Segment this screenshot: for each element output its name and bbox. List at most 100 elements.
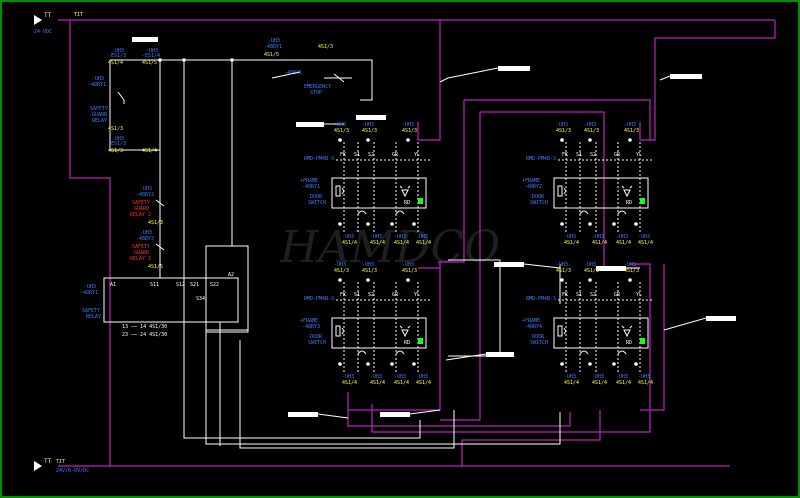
rail-top-voltage: 24 VDC [34, 29, 52, 35]
chain-device-desc3: RELAY [92, 118, 107, 124]
terminal-num: 4S1/3 [334, 128, 349, 134]
terminal-dot [588, 278, 592, 282]
terminal-ref: -UH3 [334, 262, 346, 268]
terminal-num: 4S1/4 [342, 380, 357, 386]
relay-2-ref: -UH3 [140, 230, 152, 236]
module-body [553, 317, 649, 349]
terminal-dot [338, 222, 342, 226]
terminal-ref: -UH3 [362, 122, 374, 128]
lamp-label: RD [404, 200, 410, 206]
module-pin-label: S2 [590, 292, 596, 298]
relay-1-desc3: RELAY 2 [130, 212, 151, 218]
safety-relay-desc1: SAFETY [82, 308, 100, 314]
emergency-stop: -UH3 -48RY1 4S1/3 4S1/5 -48RY1 EMERGENCY… [264, 38, 386, 120]
lamp-label: RD [626, 200, 632, 206]
rail-arrow-icon [34, 461, 42, 471]
estop-wire: 4S1/3 [318, 44, 333, 50]
module-tag: -48RY1 [302, 184, 320, 190]
terminal-dot [588, 362, 592, 366]
ground-terminal [418, 198, 423, 204]
module-desc-1: DOOR [310, 334, 323, 340]
module-pin-label: S1 [354, 292, 360, 298]
module-desc-1: DOOR [532, 334, 545, 340]
terminal-num: 4S1/3 [584, 128, 599, 134]
terminal-dot [588, 138, 592, 142]
terminal-dot [366, 362, 370, 366]
terminal-dot [406, 278, 410, 282]
callout-leaders [317, 67, 707, 419]
terminal-num: 4S1/4 [394, 380, 409, 386]
module-desc-1: DOOR [310, 194, 323, 200]
jumper-loop [357, 350, 367, 355]
terminal-num: 4S1/4 [564, 240, 579, 246]
module-pin-label: YL [414, 292, 420, 298]
module-desc-2: SWITCH [530, 340, 548, 346]
terminal-dot [560, 362, 564, 366]
terminal-dot [338, 278, 342, 282]
terminal-ref: -UH3 [616, 234, 628, 240]
module-desc-2: SWITCH [308, 200, 326, 206]
terminal-num: 4S1/4 [592, 240, 607, 246]
chain-device-desc2: GUARD [92, 112, 107, 118]
terminal-ref: -UH3 [624, 122, 636, 128]
terminal-num: 4S1/4 [416, 240, 431, 246]
jumper-loop [395, 210, 405, 215]
terminal-ref: -UH3 [370, 234, 382, 240]
terminal-num: 4S1/3 [402, 128, 417, 134]
terminal-num: 4S1/4 [616, 380, 631, 386]
rail-arrow-icon [34, 15, 42, 25]
terminal-ref: -UH3 [370, 374, 382, 380]
terminal-num: 4S1/3 [556, 128, 571, 134]
relay-1-tag: -48RY2 [136, 192, 154, 198]
safety-relay-module: -UH3 -48RY1 SAFETY RELAY 13 ── 14 4S1/30… [80, 245, 249, 338]
terminal-ref: -UH3 [402, 122, 414, 128]
contact-1-tag: -ES1/3 [108, 53, 126, 59]
callout-box [132, 37, 158, 42]
terminal-dot [412, 362, 416, 366]
module-pin-label: S2 [368, 292, 374, 298]
terminal-num: 4S1/4 [370, 380, 385, 386]
contact-2-ref: -UH3 [146, 48, 158, 54]
relay-2-desc2: GUARD [134, 250, 149, 256]
rail-top-label: TT TIT 24 VDC [34, 12, 83, 35]
safety-relay-contact-b: 23 ── 24 4S1/30 [122, 332, 167, 338]
terminal-ref: -UH3 [416, 374, 428, 380]
terminal-dot [390, 222, 394, 226]
relay-2-num: 4S1/5 [148, 264, 163, 270]
module-location: +FRAME [300, 178, 318, 184]
jumper-loop [617, 210, 627, 215]
module-pin-label: YL [414, 152, 420, 158]
module-part-number: RMD-PM4B-S [304, 156, 334, 162]
estop-symbol-icon [271, 71, 352, 83]
rail-top-id: TT [44, 12, 52, 19]
terminal-dot [588, 222, 592, 226]
jumper-loop [617, 350, 627, 355]
rail-bottom-id: TT [44, 458, 52, 465]
terminal-ref: -UH3 [616, 374, 628, 380]
terminal-ref: -UH3 [416, 234, 428, 240]
terminal-dot [338, 362, 342, 366]
terminal-dot [560, 222, 564, 226]
module-pin-label: S1 [576, 152, 582, 158]
contact-3-ref: -UH3 [112, 136, 124, 142]
wire-b-num: 4S1/4 [142, 148, 157, 154]
relay-1-desc1: SAFETY [132, 200, 150, 206]
terminal-ref: -UH3 [584, 262, 596, 268]
terminal-ref: -UH3 [638, 374, 650, 380]
door-switch-icon [557, 325, 567, 337]
terminal-ref: -UH3 [638, 234, 650, 240]
terminal-dot [366, 222, 370, 226]
pin-label: S22 [210, 282, 219, 288]
door-switch-icon [335, 325, 345, 337]
rail-bottom-label: TT TIT 24V/0-0V/DC [34, 458, 89, 474]
contact-1-num: 4S1/4 [108, 60, 123, 66]
terminal-num: 4S1/3 [334, 268, 349, 274]
lamp-icon [399, 325, 411, 338]
rail-bottom-tag: TIT [56, 459, 65, 465]
ground-terminal [640, 198, 645, 204]
callout-boxes [288, 66, 736, 417]
ground-terminal [640, 338, 645, 344]
safety-relay-contact-a: 13 ── 14 4S1/30 [122, 324, 167, 330]
pin-label: S12 [176, 282, 185, 288]
